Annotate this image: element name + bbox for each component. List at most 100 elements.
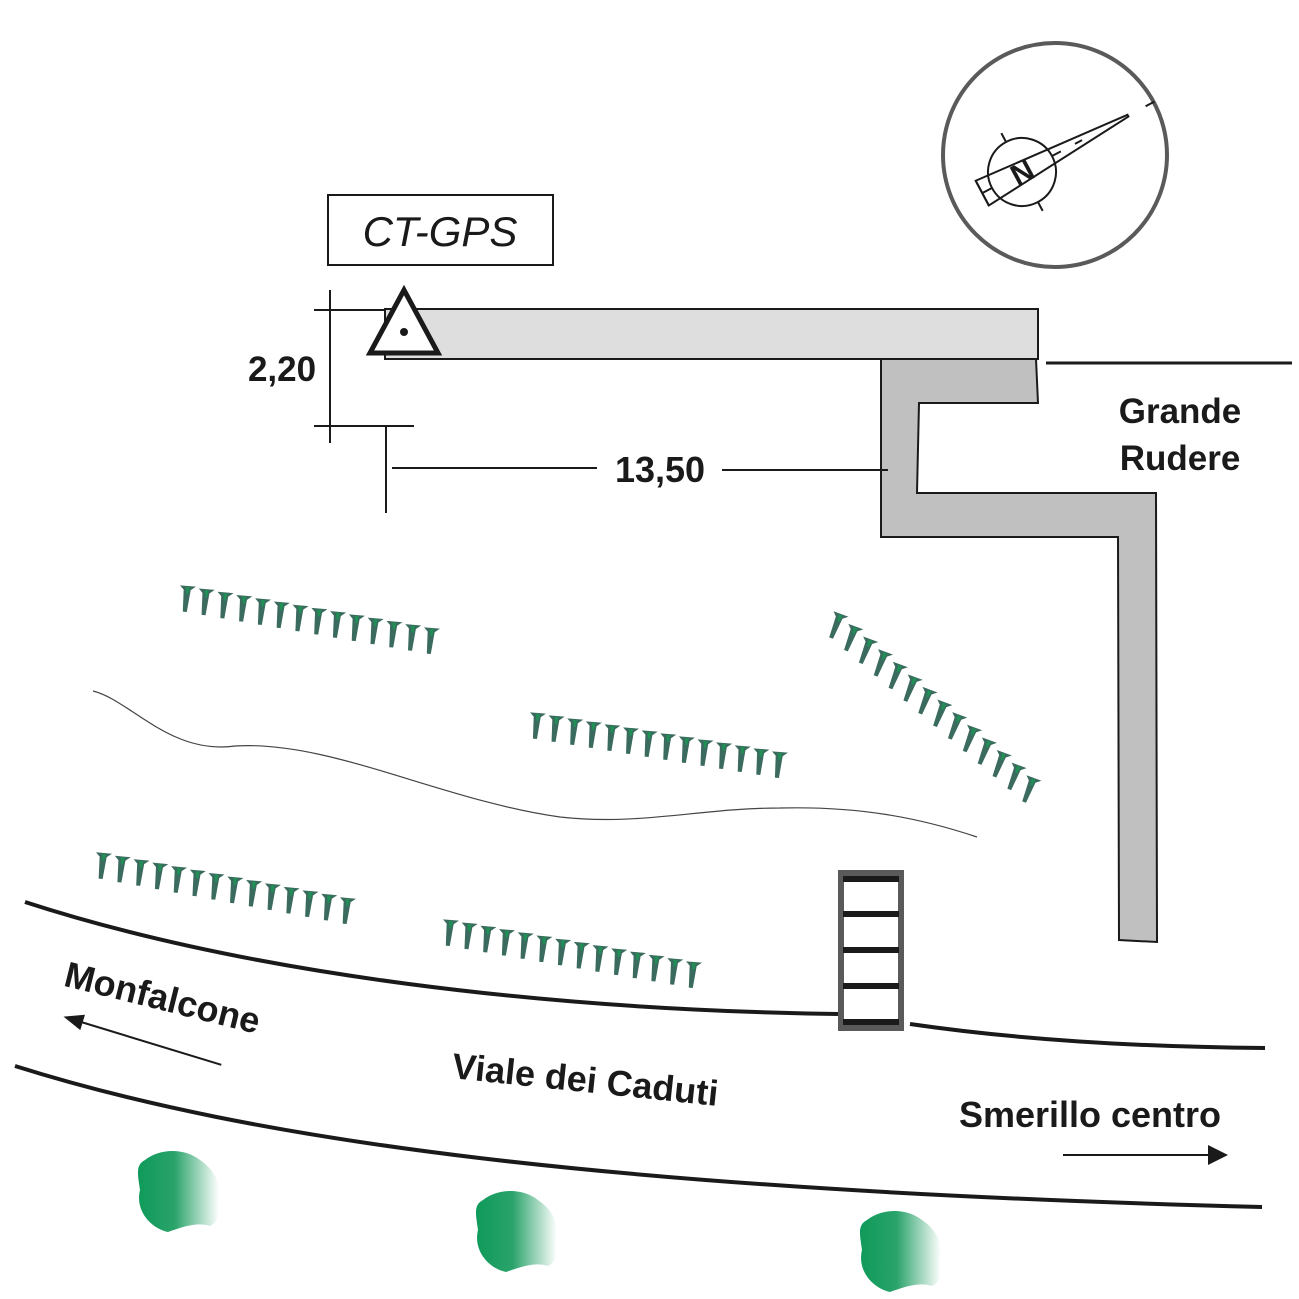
dimension-vertical xyxy=(314,290,414,443)
dimension-horizontal xyxy=(385,426,888,513)
hedge-plant xyxy=(206,873,225,901)
hedge-plant xyxy=(243,879,263,908)
tree-3 xyxy=(859,1211,942,1292)
hedge-plant xyxy=(515,932,534,960)
hedge-plant xyxy=(384,620,403,649)
hedge-plant xyxy=(337,897,356,925)
direction-east-label: Smerillo centro xyxy=(959,1094,1221,1135)
hedge-plant xyxy=(403,624,422,652)
hedge-plant xyxy=(714,742,733,770)
stairs xyxy=(838,870,904,1031)
hedge-plant xyxy=(546,715,565,743)
hedge-plant xyxy=(187,869,206,897)
hedge-plant xyxy=(421,627,440,655)
road-name-label: Viale dei Caduti xyxy=(450,1045,720,1114)
hedge-plant xyxy=(854,636,879,667)
hedge-plant xyxy=(234,595,253,623)
hedge-plant xyxy=(824,611,849,642)
arrow-west-icon xyxy=(63,1014,222,1066)
hedge-plant xyxy=(318,893,338,922)
hedge-row xyxy=(824,611,1042,806)
hedge-plant xyxy=(112,855,131,884)
terrain-contour xyxy=(92,690,978,838)
hedge-plant xyxy=(665,958,684,986)
compass: N xyxy=(941,41,1169,269)
station-label-text: CT-GPS xyxy=(363,208,518,255)
hedge-plant xyxy=(262,883,281,911)
hedge-plant xyxy=(552,938,572,966)
hedge-plant xyxy=(602,724,621,752)
hedge-plant xyxy=(177,585,196,613)
building-name-line1: Grande xyxy=(1119,392,1242,431)
hedge-plant xyxy=(658,733,677,761)
hedge-plant xyxy=(646,954,665,983)
hedge-plant xyxy=(215,591,234,620)
station-label: CT-GPS xyxy=(327,194,554,266)
hedge-plant xyxy=(225,876,244,904)
hedge-plant xyxy=(534,935,553,963)
hedge-plant xyxy=(590,945,609,973)
hedge-plant xyxy=(683,961,702,989)
hedge-plant xyxy=(732,745,751,773)
hedge-plant xyxy=(131,859,150,887)
hedge-plant xyxy=(271,601,290,629)
hedge-plant xyxy=(440,919,459,947)
hedge-plant xyxy=(583,721,602,749)
hedge-plant xyxy=(928,699,953,730)
road-edge-north xyxy=(24,900,839,1016)
tree-2 xyxy=(475,1191,558,1272)
hedge-plant xyxy=(527,712,546,740)
dimension-horizontal-value: 13,50 xyxy=(615,449,705,490)
hedge-plant xyxy=(1002,762,1027,793)
hedge-plant xyxy=(149,862,169,891)
hedge-plant xyxy=(913,686,938,717)
hedge-plant xyxy=(290,604,309,632)
hedge-plant xyxy=(571,941,590,970)
hedge-plant xyxy=(609,948,628,976)
road-edge-south xyxy=(14,1064,1263,1209)
hedge-plant xyxy=(300,890,319,918)
hedge-plant xyxy=(958,724,983,755)
dimension-vertical-value: 2,20 xyxy=(248,350,316,389)
hedge-plant xyxy=(309,607,328,636)
hedge-plant xyxy=(252,598,272,626)
hedge-plant xyxy=(478,925,497,954)
hedge-plant xyxy=(639,730,658,758)
hedge-plant xyxy=(898,674,923,705)
arrow-east-icon xyxy=(1063,1145,1228,1165)
hedge-plant xyxy=(327,611,347,639)
hedge-plant xyxy=(883,661,908,692)
hedge-row xyxy=(177,585,440,655)
hedge-plant xyxy=(93,852,112,880)
hedge-plant xyxy=(168,866,188,894)
hedge-plant xyxy=(769,751,788,779)
hedge-plant xyxy=(196,588,215,616)
hedge-plant xyxy=(972,737,997,768)
hedge-row xyxy=(440,919,702,989)
direction-west-label: Monfalcone xyxy=(61,953,265,1041)
hedge-plant xyxy=(943,712,968,743)
tree-1 xyxy=(137,1151,220,1232)
survey-point-icon xyxy=(365,284,443,356)
hedge-plant xyxy=(496,929,516,957)
hedge-plant xyxy=(869,649,894,680)
north-arrow-icon xyxy=(974,100,1155,212)
hedge-row xyxy=(93,852,356,925)
hedge-plant xyxy=(565,718,584,746)
hedge-plant xyxy=(676,736,695,764)
hedge-plant xyxy=(346,614,365,642)
hedge-plant xyxy=(839,623,864,654)
road-edge-north-east xyxy=(909,1022,1266,1050)
hedge-plant xyxy=(281,886,300,915)
hedge-row xyxy=(527,712,788,779)
hedge-plant xyxy=(695,739,714,767)
building-wall xyxy=(880,358,1159,944)
hedge-plant xyxy=(621,727,640,755)
hedge-plant xyxy=(459,922,478,950)
hedge-plant xyxy=(987,750,1012,780)
hedge-plant xyxy=(751,748,770,776)
hedge-plant xyxy=(627,951,646,979)
hedge-plant xyxy=(365,617,384,645)
hedge-plant xyxy=(1017,775,1042,806)
